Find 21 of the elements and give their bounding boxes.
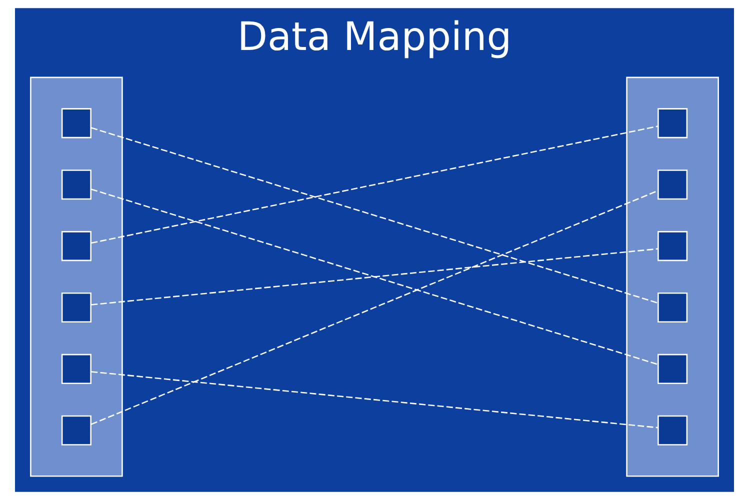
node-box: [60, 354, 91, 384]
node-box: [60, 415, 91, 446]
connector: [90, 248, 658, 306]
node-box: [60, 108, 91, 138]
diagram-title: Data Mapping: [236, 14, 512, 60]
node-box: [657, 231, 688, 262]
connector: [90, 188, 658, 366]
node-box: [657, 415, 688, 446]
node-box: [657, 354, 688, 384]
cluster: [30, 76, 122, 477]
connector: [90, 127, 658, 304]
node-box: [657, 170, 688, 200]
node-box: [60, 231, 91, 262]
node-box: [60, 170, 91, 200]
connector: [90, 126, 658, 244]
node-box: [60, 292, 91, 323]
node-box: [657, 292, 688, 323]
connector: [90, 371, 658, 428]
cluster: [626, 76, 718, 477]
node-box: [657, 108, 688, 138]
connector: [90, 190, 658, 425]
